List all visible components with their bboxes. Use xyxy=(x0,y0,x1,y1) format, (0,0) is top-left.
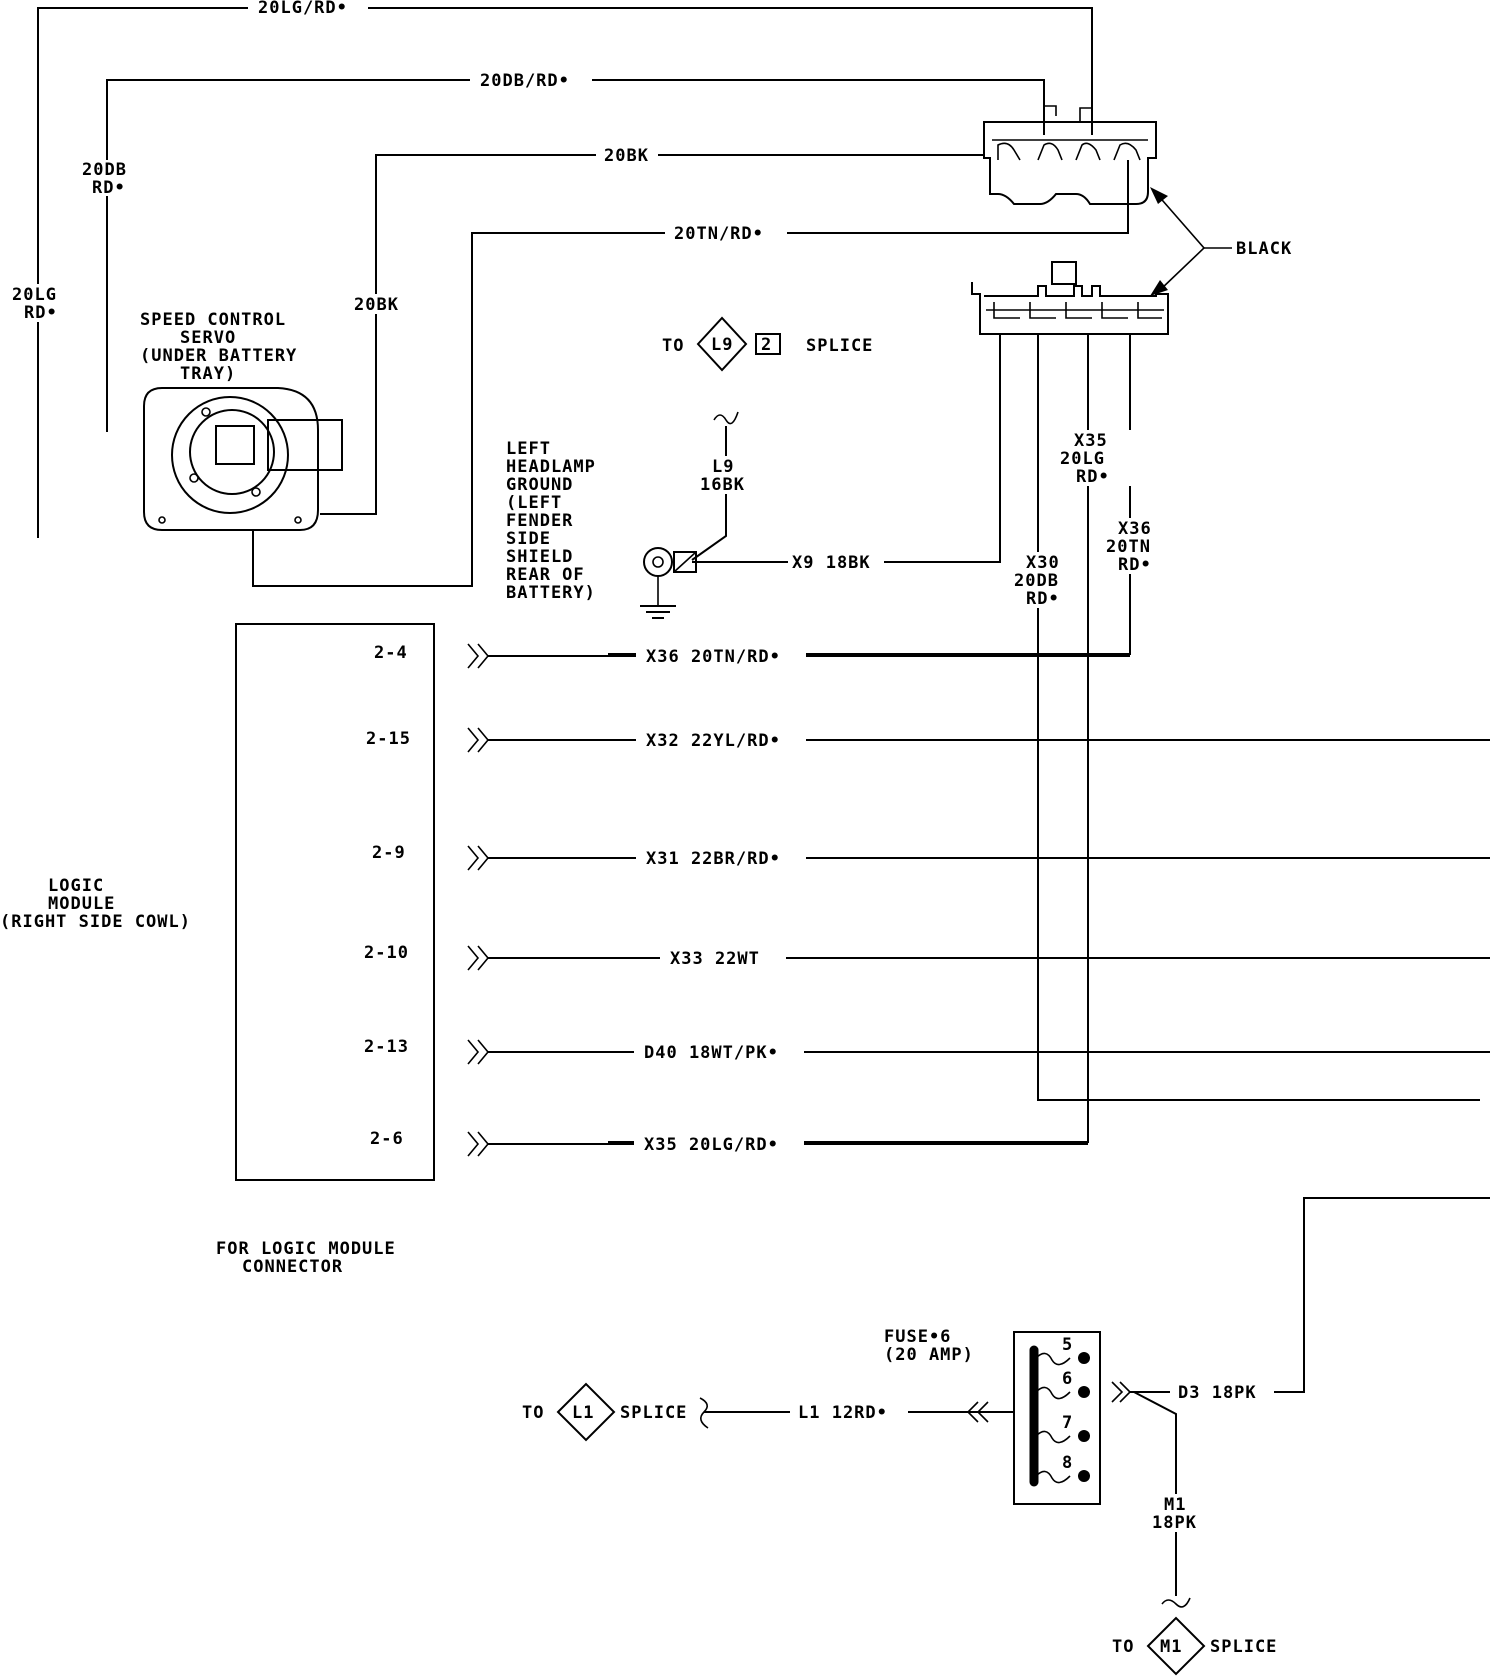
pin-label: 2-4 xyxy=(374,643,408,663)
wire-d3 xyxy=(1130,1197,1490,1393)
wire-20lg-rd-top xyxy=(37,7,1093,538)
svg-text:7: 7 xyxy=(1062,1413,1073,1433)
wire-label-x36: X36 20TN RD• xyxy=(1106,519,1163,575)
pin-label: 2-15 xyxy=(366,729,411,749)
wire-label-x9: X9 18BK xyxy=(792,553,871,573)
pin-label: 2-9 xyxy=(372,843,406,863)
logic-module-label: LOGIC MODULE (RIGHT SIDE COWL) xyxy=(0,876,191,932)
splice-l1-word: SPLICE xyxy=(620,1403,687,1423)
wire-20db-rd-top xyxy=(106,79,1045,432)
pin-row-2-15: 2-15 X32 22YL/RD• xyxy=(366,727,1490,753)
pin-wire-label: X35 20LG/RD• xyxy=(644,1135,779,1155)
wire-x9-up xyxy=(896,334,1001,563)
wire-label-d3: D3 18PK xyxy=(1178,1383,1257,1403)
servo-connector-upper xyxy=(983,105,1157,205)
wire-label-20lg-rd: 20LG RD• xyxy=(12,285,68,323)
servo-connector-lower xyxy=(971,261,1169,335)
splice-l9-diamond xyxy=(696,316,748,372)
headlamp-ground-label: LEFT HEADLAMP GROUND (LEFT FENDER SIDE S… xyxy=(506,439,607,603)
wire-label-x35: X35 20LG RD• xyxy=(1060,431,1119,487)
splice-l9-word: SPLICE xyxy=(806,336,873,356)
pin-label: 2-10 xyxy=(364,943,409,963)
connector-color-label: BLACK xyxy=(1236,239,1292,259)
fuse-slot-6: 6 xyxy=(1035,1369,1090,1400)
pin-row-2-4: 2-4 X36 20TN/RD• xyxy=(374,643,1130,669)
pin-wire-label: X31 22BR/RD• xyxy=(646,849,781,869)
pin-wire-label: X36 20TN/RD• xyxy=(646,647,781,667)
splice-l9-to: TO xyxy=(662,336,684,356)
wire-label-top3: 20BK xyxy=(604,146,649,166)
svg-text:6: 6 xyxy=(1062,1369,1073,1389)
ground-eyelet xyxy=(640,547,697,619)
wire-label-20bk: 20BK xyxy=(354,295,399,315)
wire-label-top4: 20TN/RD• xyxy=(674,224,764,244)
pin-label: 2-6 xyxy=(370,1129,404,1149)
pin-row-2-10: 2-10 X33 22WT xyxy=(364,943,1490,971)
pin-row-2-6: 2-6 X35 20LG/RD• xyxy=(370,1129,1088,1157)
splice-l1-diamond xyxy=(556,1382,616,1442)
pin-wire-label: X33 22WT xyxy=(670,949,760,969)
pin-row-2-13: 2-13 D40 18WT/PK• xyxy=(364,1037,1490,1065)
wire-label-x30: X30 20DB RD• xyxy=(1014,553,1071,609)
svg-text:8: 8 xyxy=(1062,1453,1073,1473)
pin-wire-label: X32 22YL/RD• xyxy=(646,731,781,751)
connector-note: FOR LOGIC MODULE CONNECTOR xyxy=(216,1239,407,1277)
wire-label-top2: 20DB/RD• xyxy=(480,71,570,91)
wire-label-20db-rd: 20DB RD• xyxy=(82,160,138,198)
wire-m1 xyxy=(1133,1391,1177,1596)
splice-m1-to: TO xyxy=(1112,1637,1134,1657)
fuse-slot-7: 7 xyxy=(1035,1413,1090,1444)
speed-control-servo xyxy=(143,387,343,531)
pin-row-2-9: 2-9 X31 22BR/RD• xyxy=(372,843,1490,871)
fuse-slot-8: 8 xyxy=(1035,1453,1090,1484)
splice-l9-num: 2 xyxy=(761,335,772,355)
wire-label-m1: M1 18PK xyxy=(1152,1495,1198,1533)
logic-module-box xyxy=(235,623,435,1181)
splice-m1-word: SPLICE xyxy=(1210,1637,1277,1657)
pin-label: 2-13 xyxy=(364,1037,409,1057)
splice-l1-to: TO xyxy=(522,1403,544,1423)
wire-label-l9: L9 16BK xyxy=(700,457,746,495)
splice-m1-diamond xyxy=(1146,1616,1206,1676)
wire-20tn-rd-top xyxy=(252,160,1129,587)
svg-text:5: 5 xyxy=(1062,1335,1073,1355)
splice-l1-id: L1 xyxy=(572,1403,594,1423)
splice-m1-id: M1 xyxy=(1160,1637,1182,1657)
pin-wire-label: D40 18WT/PK• xyxy=(644,1043,779,1063)
wire-label-top1: 20LG/RD• xyxy=(258,0,348,18)
fuse-label: FUSE•6 (20 AMP) xyxy=(884,1327,974,1365)
wire-label-l1: L1 12RD• xyxy=(798,1403,888,1423)
splice-l9-id: L9 xyxy=(711,335,733,355)
fuse-block xyxy=(1013,1331,1101,1505)
fuse-slot-5: 5 xyxy=(1035,1335,1090,1366)
servo-label: SPEED CONTROL SERVO (UNDER BATTERY TRAY) xyxy=(140,310,309,384)
wire-20bk-top xyxy=(320,154,985,515)
